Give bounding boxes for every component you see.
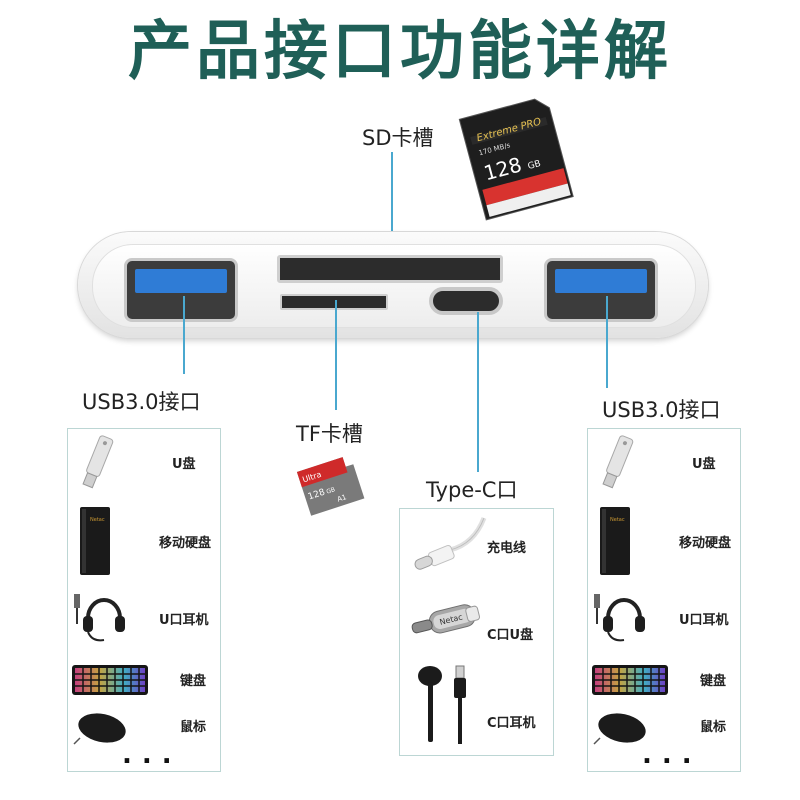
keyboard-icon (72, 665, 148, 695)
headset-icon (594, 594, 645, 642)
left-item-label-4: 鼠标 (180, 720, 207, 735)
right-item-label-3: 键盘 (700, 674, 727, 689)
tf-card-unit: GB (326, 486, 336, 495)
left-item-label-0: U盘 (172, 457, 196, 472)
page-title: 产品接口功能详解 (128, 15, 672, 89)
left-item-label-1: 移动硬盘 (159, 536, 212, 551)
sd-card-unit: GB (527, 159, 542, 172)
usb-port-left-tongue (135, 269, 227, 293)
tf-slot-label: TF卡槽 (296, 422, 363, 446)
usb-left-callout-line (183, 296, 185, 374)
right-panel-more: ... (642, 740, 702, 770)
tf-slot (280, 294, 388, 310)
keyboard-icon (592, 665, 668, 695)
mouse-icon (593, 713, 646, 745)
mouse-icon (73, 713, 126, 745)
svg-text:Netac: Netac (90, 517, 105, 523)
usb-port-left (124, 258, 238, 322)
usb-drive-icon (82, 435, 114, 489)
usb-right-label: USB3.0接口 (602, 398, 721, 422)
headset-icon (74, 594, 125, 642)
left-item-label-2: U口耳机 (159, 613, 209, 628)
right-item-label-0: U盘 (692, 457, 716, 472)
typec-item-label-1: C口U盘 (487, 628, 534, 643)
right-item-label-1: 移动硬盘 (679, 536, 732, 551)
usb-drive-icon (602, 435, 634, 489)
typec-item-label-0: 充电线 (487, 541, 527, 556)
typec-callout-line (477, 312, 479, 472)
right-item-label-4: 鼠标 (700, 720, 727, 735)
sd-callout-line (391, 152, 393, 266)
hard-drive-icon: Netac (80, 507, 110, 575)
svg-text:Netac: Netac (610, 517, 625, 523)
earphone-icon (418, 665, 466, 744)
tf-callout-line (335, 300, 337, 410)
tf-card-class: A1 (336, 493, 347, 503)
sd-slot (277, 255, 503, 283)
typec-flash-drive-icon: Netac (411, 604, 481, 634)
right-item-label-2: U口耳机 (679, 613, 729, 628)
usb-right-callout-line (606, 296, 608, 388)
typec-label: Type-C口 (426, 478, 518, 502)
left-panel-more: ... (122, 740, 182, 770)
left-item-label-3: 键盘 (180, 674, 207, 689)
usb-port-right (544, 258, 658, 322)
sd-card-image: Extreme PRO 170 MB/s 128 GB (458, 98, 574, 221)
sd-slot-label: SD卡槽 (362, 126, 434, 150)
charging-cable-icon (414, 517, 487, 570)
typec-port (429, 287, 503, 315)
typec-item-label-2: C口耳机 (487, 716, 536, 731)
usb-port-right-tongue (555, 269, 647, 293)
tf-card-image: Ultra 128 GB A1 (296, 457, 365, 516)
usb-left-label: USB3.0接口 (82, 390, 201, 414)
hard-drive-icon: Netac (600, 507, 630, 575)
typec-devices-panel (399, 508, 554, 756)
